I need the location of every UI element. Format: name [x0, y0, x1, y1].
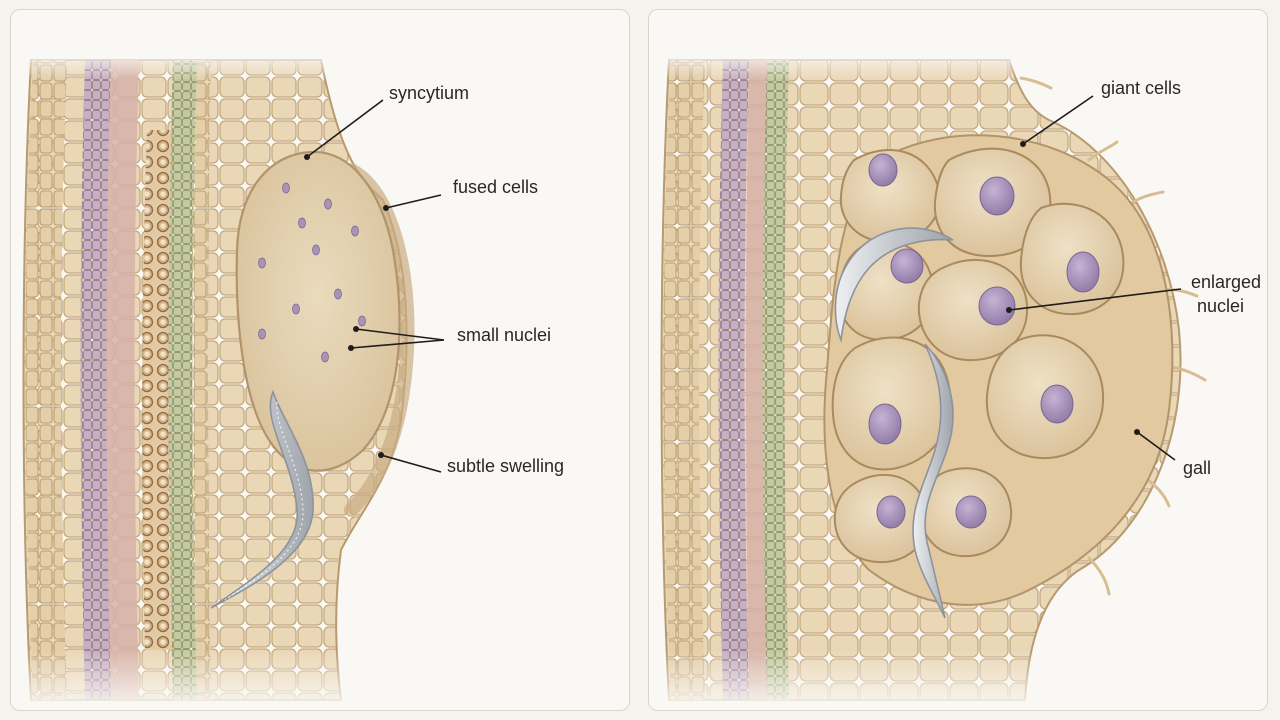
- label-syncytium: syncytium: [389, 83, 469, 103]
- label-gall: gall: [1183, 458, 1211, 478]
- right-panel: giant cells enlarged nuclei gall: [648, 9, 1268, 711]
- label-enlarged-nuclei-line2: nuclei: [1197, 296, 1244, 316]
- label-subtle-swelling: subtle swelling: [447, 456, 564, 476]
- cortex-strip-outer: [26, 60, 68, 700]
- syncytium-illustration: syncytium fused cells small nuclei subtl…: [11, 10, 630, 711]
- vascular-purple-right: [719, 60, 750, 700]
- label-fused-cells: fused cells: [453, 177, 538, 197]
- syncytium: [237, 152, 400, 471]
- vascular-purple: [81, 60, 112, 700]
- label-giant-cells: giant cells: [1101, 78, 1181, 98]
- label-small-nuclei: small nuclei: [457, 325, 551, 345]
- left-panel: syncytium fused cells small nuclei subtl…: [10, 9, 630, 711]
- vascular-pink: [107, 60, 140, 700]
- label-enlarged-nuclei-line1: enlarged: [1191, 272, 1261, 292]
- giant-cell-gall-illustration: giant cells enlarged nuclei gall: [649, 10, 1268, 711]
- cortex-strip-outer-right: [664, 60, 706, 700]
